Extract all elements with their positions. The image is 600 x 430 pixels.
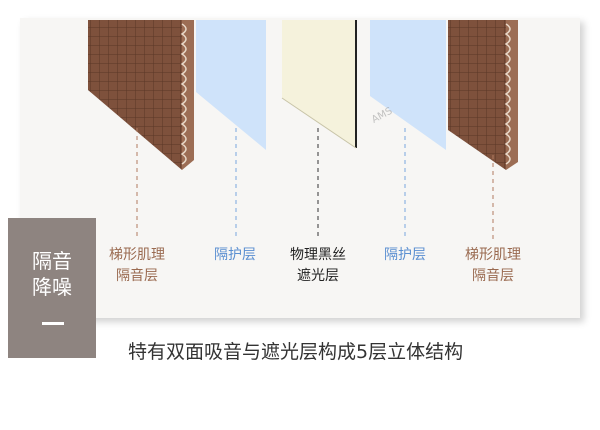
label-protective-right: 隔护层 [384,247,426,263]
caption: 特有双面吸音与遮光层构成5层立体结构 [128,341,464,363]
label-blackout: 物理黑丝 遮光层 [290,247,346,284]
label-protective-left: 隔护层 [214,247,256,263]
label-acoustic-left: 梯形肌理 隔音层 [109,247,165,284]
blackout-layer [281,20,357,149]
protective-layer-right [370,20,446,150]
label-acoustic-right: 梯形肌理 隔音层 [465,247,521,284]
acoustic-layer-left [88,20,194,170]
side-badge-text: 隔音 降噪 [32,249,72,299]
protective-layer-left [196,20,266,150]
side-badge-dash [42,322,64,325]
acoustic-layer-right [448,20,518,170]
side-badge: 隔音 降噪 [8,218,96,358]
